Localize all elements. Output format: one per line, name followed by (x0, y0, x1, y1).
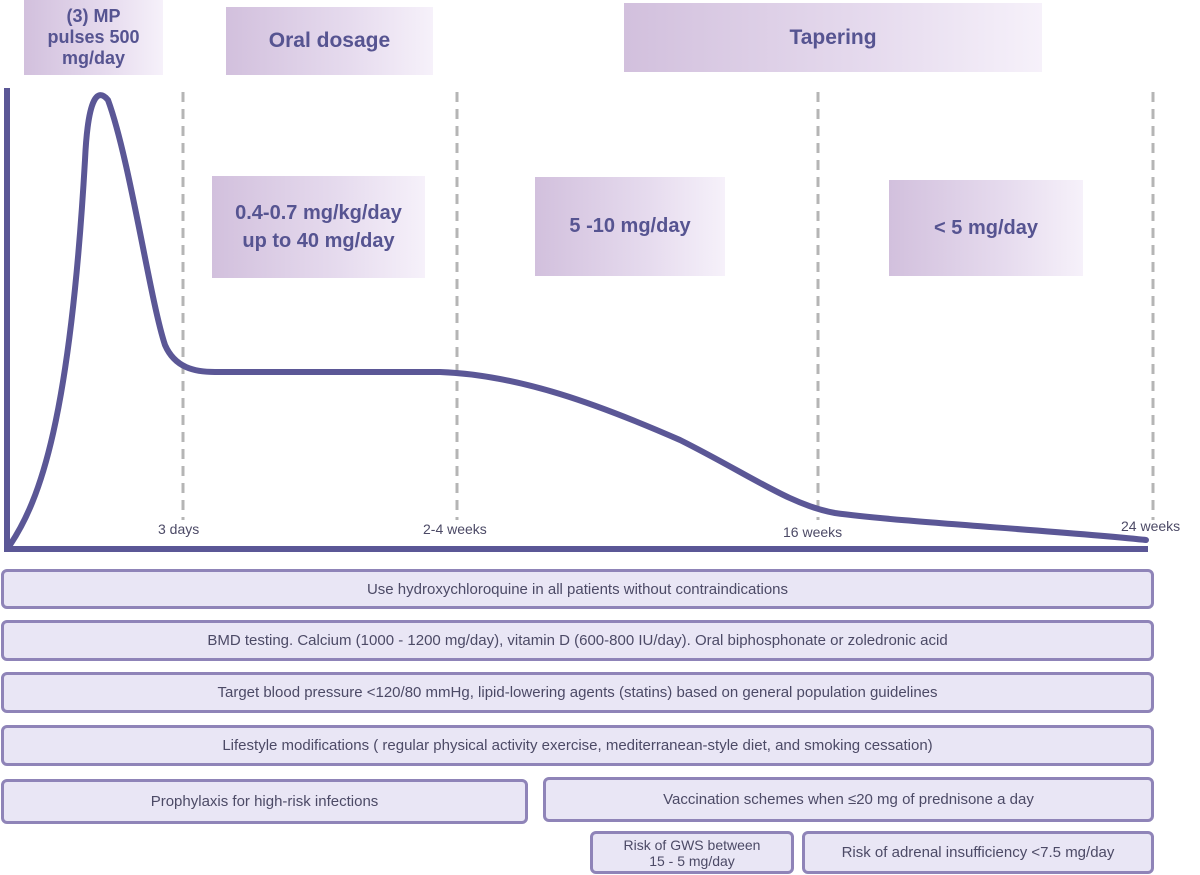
vaccination-box: Vaccination schemes when ≤20 mg of predn… (543, 777, 1154, 822)
tick-label-3-days: 3 days (158, 521, 200, 537)
bone-health-box: BMD testing. Calcium (1000 - 1200 mg/day… (1, 620, 1154, 661)
pulses-phase-header: (3) MP pulses 500 mg/day (24, 0, 163, 75)
tick-label-16-weeks: 16 weeks (783, 524, 843, 540)
adrenal-risk-text: Risk of adrenal insufficiency <7.5 mg/da… (841, 844, 1115, 861)
cardiovascular-box: Target blood pressure <120/80 mmHg, lipi… (1, 672, 1154, 713)
gws-risk-box: Risk of GWS between 15 - 5 mg/day (590, 831, 794, 874)
pulses-phase-label: (3) MP pulses 500 mg/day (47, 6, 140, 68)
vaccination-text: Vaccination schemes when ≤20 mg of predn… (663, 791, 1034, 808)
hydroxychloroquine-text: Use hydroxychloroquine in all patients w… (366, 580, 789, 598)
mid-dose-box: 5 -10 mg/day (535, 177, 725, 276)
cardiovascular-text: Target blood pressure <120/80 mmHg, lipi… (217, 684, 938, 701)
oral-dosage-phase-header: Oral dosage (226, 7, 433, 75)
mid-dose-label: 5 -10 mg/day (569, 215, 691, 237)
tapering-phase-label: Tapering (789, 25, 877, 49)
dose-curve (7, 92, 1149, 548)
low-dose-box: < 5 mg/day (889, 180, 1083, 276)
prophylaxis-text: Prophylaxis for high-risk infections (150, 793, 379, 810)
adrenal-risk-box: Risk of adrenal insufficiency <7.5 mg/da… (802, 831, 1154, 874)
oral-dose-label: 0.4-0.7 mg/kg/day up to 40 mg/day (235, 202, 402, 252)
oral-dose-box: 0.4-0.7 mg/kg/day up to 40 mg/day (212, 176, 425, 278)
tick-label-2-4-weeks: 2-4 weeks (423, 521, 487, 537)
tapering-phase-header: Tapering (624, 3, 1042, 72)
tick-label-24-weeks: 24 weeks (1121, 518, 1181, 534)
oral-dosage-phase-label: Oral dosage (268, 29, 391, 52)
gws-risk-text: Risk of GWS between 15 - 5 mg/day (623, 836, 761, 869)
lifestyle-box: Lifestyle modifications ( regular physic… (1, 725, 1154, 766)
prophylaxis-box: Prophylaxis for high-risk infections (1, 779, 528, 824)
low-dose-label: < 5 mg/day (934, 216, 1038, 239)
hydroxychloroquine-box: Use hydroxychloroquine in all patients w… (1, 569, 1154, 609)
lifestyle-text: Lifestyle modifications ( regular physic… (222, 737, 933, 754)
bone-health-text: BMD testing. Calcium (1000 - 1200 mg/day… (207, 632, 948, 649)
